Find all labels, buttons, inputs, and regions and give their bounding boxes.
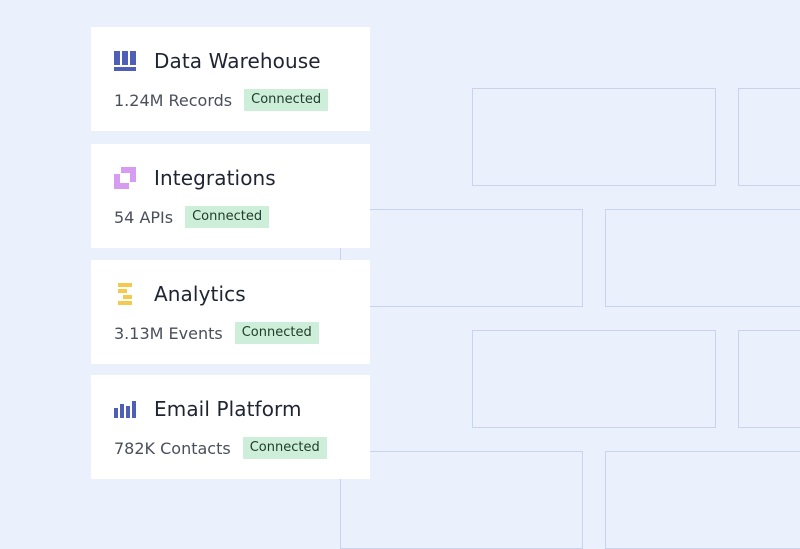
grid-box <box>605 451 800 549</box>
status-badge: Connected <box>242 437 327 459</box>
integration-card-email-platform[interactable]: Email Platform 782K Contacts Connected <box>91 375 370 479</box>
card-title: Data Warehouse <box>154 49 321 73</box>
card-title-row: Data Warehouse <box>113 47 321 75</box>
grid-box <box>738 330 800 428</box>
card-meta-row: 54 APIs Connected <box>114 206 270 228</box>
card-stat: 1.24M Records <box>114 90 233 110</box>
grid-box <box>605 209 800 307</box>
grid-box <box>472 88 716 186</box>
integration-card-analytics[interactable]: Analytics 3.13M Events Connected <box>91 260 370 364</box>
card-meta-row: 3.13M Events Connected <box>114 322 319 344</box>
card-stat: 782K Contacts <box>114 438 231 458</box>
card-title: Integrations <box>154 166 276 190</box>
status-badge: Connected <box>185 206 270 228</box>
grid-box <box>340 209 583 307</box>
integration-card-data-warehouse[interactable]: Data Warehouse 1.24M Records Connected <box>91 27 370 131</box>
card-title: Analytics <box>154 282 246 306</box>
integration-card-integrations[interactable]: Integrations 54 APIs Connected <box>91 144 370 248</box>
card-title-row: Integrations <box>113 164 276 192</box>
database-columns-icon <box>113 49 137 73</box>
grid-box <box>340 451 583 549</box>
card-meta-row: 1.24M Records Connected <box>114 89 329 111</box>
bar-chart-icon <box>113 397 137 421</box>
status-badge: Connected <box>244 89 329 111</box>
status-badge: Connected <box>234 322 319 344</box>
card-title-row: Email Platform <box>113 395 302 423</box>
analytics-stack-icon <box>113 282 137 306</box>
card-meta-row: 782K Contacts Connected <box>114 437 327 459</box>
grid-box <box>738 88 800 186</box>
grid-box <box>472 330 716 428</box>
card-stat: 3.13M Events <box>114 323 223 343</box>
card-title-row: Analytics <box>113 280 246 308</box>
card-stat: 54 APIs <box>114 207 174 227</box>
card-title: Email Platform <box>154 397 302 421</box>
integration-squares-icon <box>113 166 137 190</box>
